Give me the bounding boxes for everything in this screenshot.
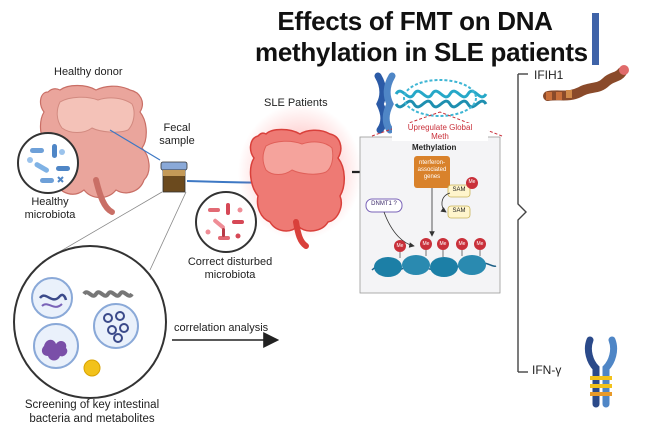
methylation-label: Methylation bbox=[412, 143, 457, 152]
interferon-line3: genes bbox=[423, 174, 441, 180]
title-line-2: methylation in SLE patients bbox=[255, 37, 588, 67]
me-nucleosome-label-4: Me bbox=[458, 241, 466, 247]
correct-microbiota-line2: microbiota bbox=[204, 269, 256, 281]
screening-line1: Screening of key intestinal bbox=[24, 399, 160, 411]
screening-line2: bacteria and metabolites bbox=[29, 413, 155, 425]
interferon-line2: associated bbox=[417, 167, 447, 173]
sam-box-1 bbox=[447, 184, 471, 198]
fecal-sample-label: Fecal sample bbox=[152, 122, 202, 148]
upregulate-meth-label: Upregulate Global Meth bbox=[392, 123, 488, 141]
ifih1-protein-icon bbox=[543, 65, 629, 101]
correlation-analysis-label: correlation analysis bbox=[174, 322, 269, 334]
upregulate-line2: Meth bbox=[431, 132, 449, 141]
interferon-genes-box bbox=[414, 156, 450, 188]
fecal-sample-line2: sample bbox=[159, 135, 195, 147]
sam-box-2 bbox=[447, 205, 471, 219]
fecal-jar-icon bbox=[160, 161, 188, 193]
ifn-gamma-receptor-icon bbox=[584, 336, 618, 408]
dna-helix-icon bbox=[394, 79, 488, 117]
healthy-microbiota-line1: Healthy bbox=[31, 196, 69, 208]
me-ball bbox=[466, 177, 478, 189]
microbiota-disturbed-circle-icon bbox=[195, 191, 257, 253]
microbiota-healthy-circle-icon bbox=[17, 132, 79, 194]
nucleosome-icon bbox=[371, 255, 497, 277]
healthy-microbiota-line2: microbiota bbox=[24, 209, 76, 221]
title-accent-bar bbox=[592, 13, 599, 65]
sam-label-2: SAM bbox=[452, 208, 466, 214]
me-ball-group bbox=[394, 238, 486, 258]
screening-circle-icon bbox=[13, 245, 167, 399]
correct-microbiota-label: Correct disturbed microbiota bbox=[184, 256, 276, 282]
interferon-genes-label: nterferon- associated genes bbox=[414, 160, 450, 181]
petri-dish-icon bbox=[33, 323, 79, 369]
me-nucleosome-label-2: Me bbox=[422, 241, 430, 247]
sam-label-1: SAM bbox=[452, 187, 466, 193]
healthy-donor-label: Healthy donor bbox=[54, 66, 123, 78]
fecal-sample-line1: Fecal bbox=[163, 122, 191, 134]
sle-patients-label: SLE Patients bbox=[264, 97, 328, 109]
upregulate-line1: Upregulate Global bbox=[407, 123, 473, 132]
intestine-inflamed-icon bbox=[238, 104, 362, 249]
interferon-line1: nterferon- bbox=[418, 160, 445, 166]
outcome-bracket bbox=[517, 74, 527, 372]
ifih1-label: IFIH1 bbox=[534, 68, 564, 82]
correct-microbiota-line1: Correct disturbed bbox=[187, 256, 273, 268]
screening-label: Screening of key intestinal bacteria and… bbox=[14, 398, 170, 426]
healthy-microbiota-label: Healthy microbiota bbox=[20, 196, 80, 222]
page-title: Effects of FMT on DNA methylation in SLE… bbox=[255, 6, 588, 68]
petri-dish-icon bbox=[31, 277, 73, 319]
petri-dish-icon bbox=[93, 303, 139, 349]
title-line-1: Effects of FMT on DNA bbox=[277, 6, 553, 36]
ifn-gamma-label: IFN-γ bbox=[532, 363, 562, 377]
me-label: Me bbox=[468, 179, 476, 185]
dnmt1-label: DNMT1 ? bbox=[371, 201, 397, 207]
me-nucleosome-label-3: Me bbox=[439, 241, 447, 247]
me-nucleosome-label-5: Me bbox=[476, 241, 484, 247]
me-nucleosome-label-1: Me bbox=[396, 243, 404, 249]
chromosome-icon bbox=[374, 72, 396, 134]
